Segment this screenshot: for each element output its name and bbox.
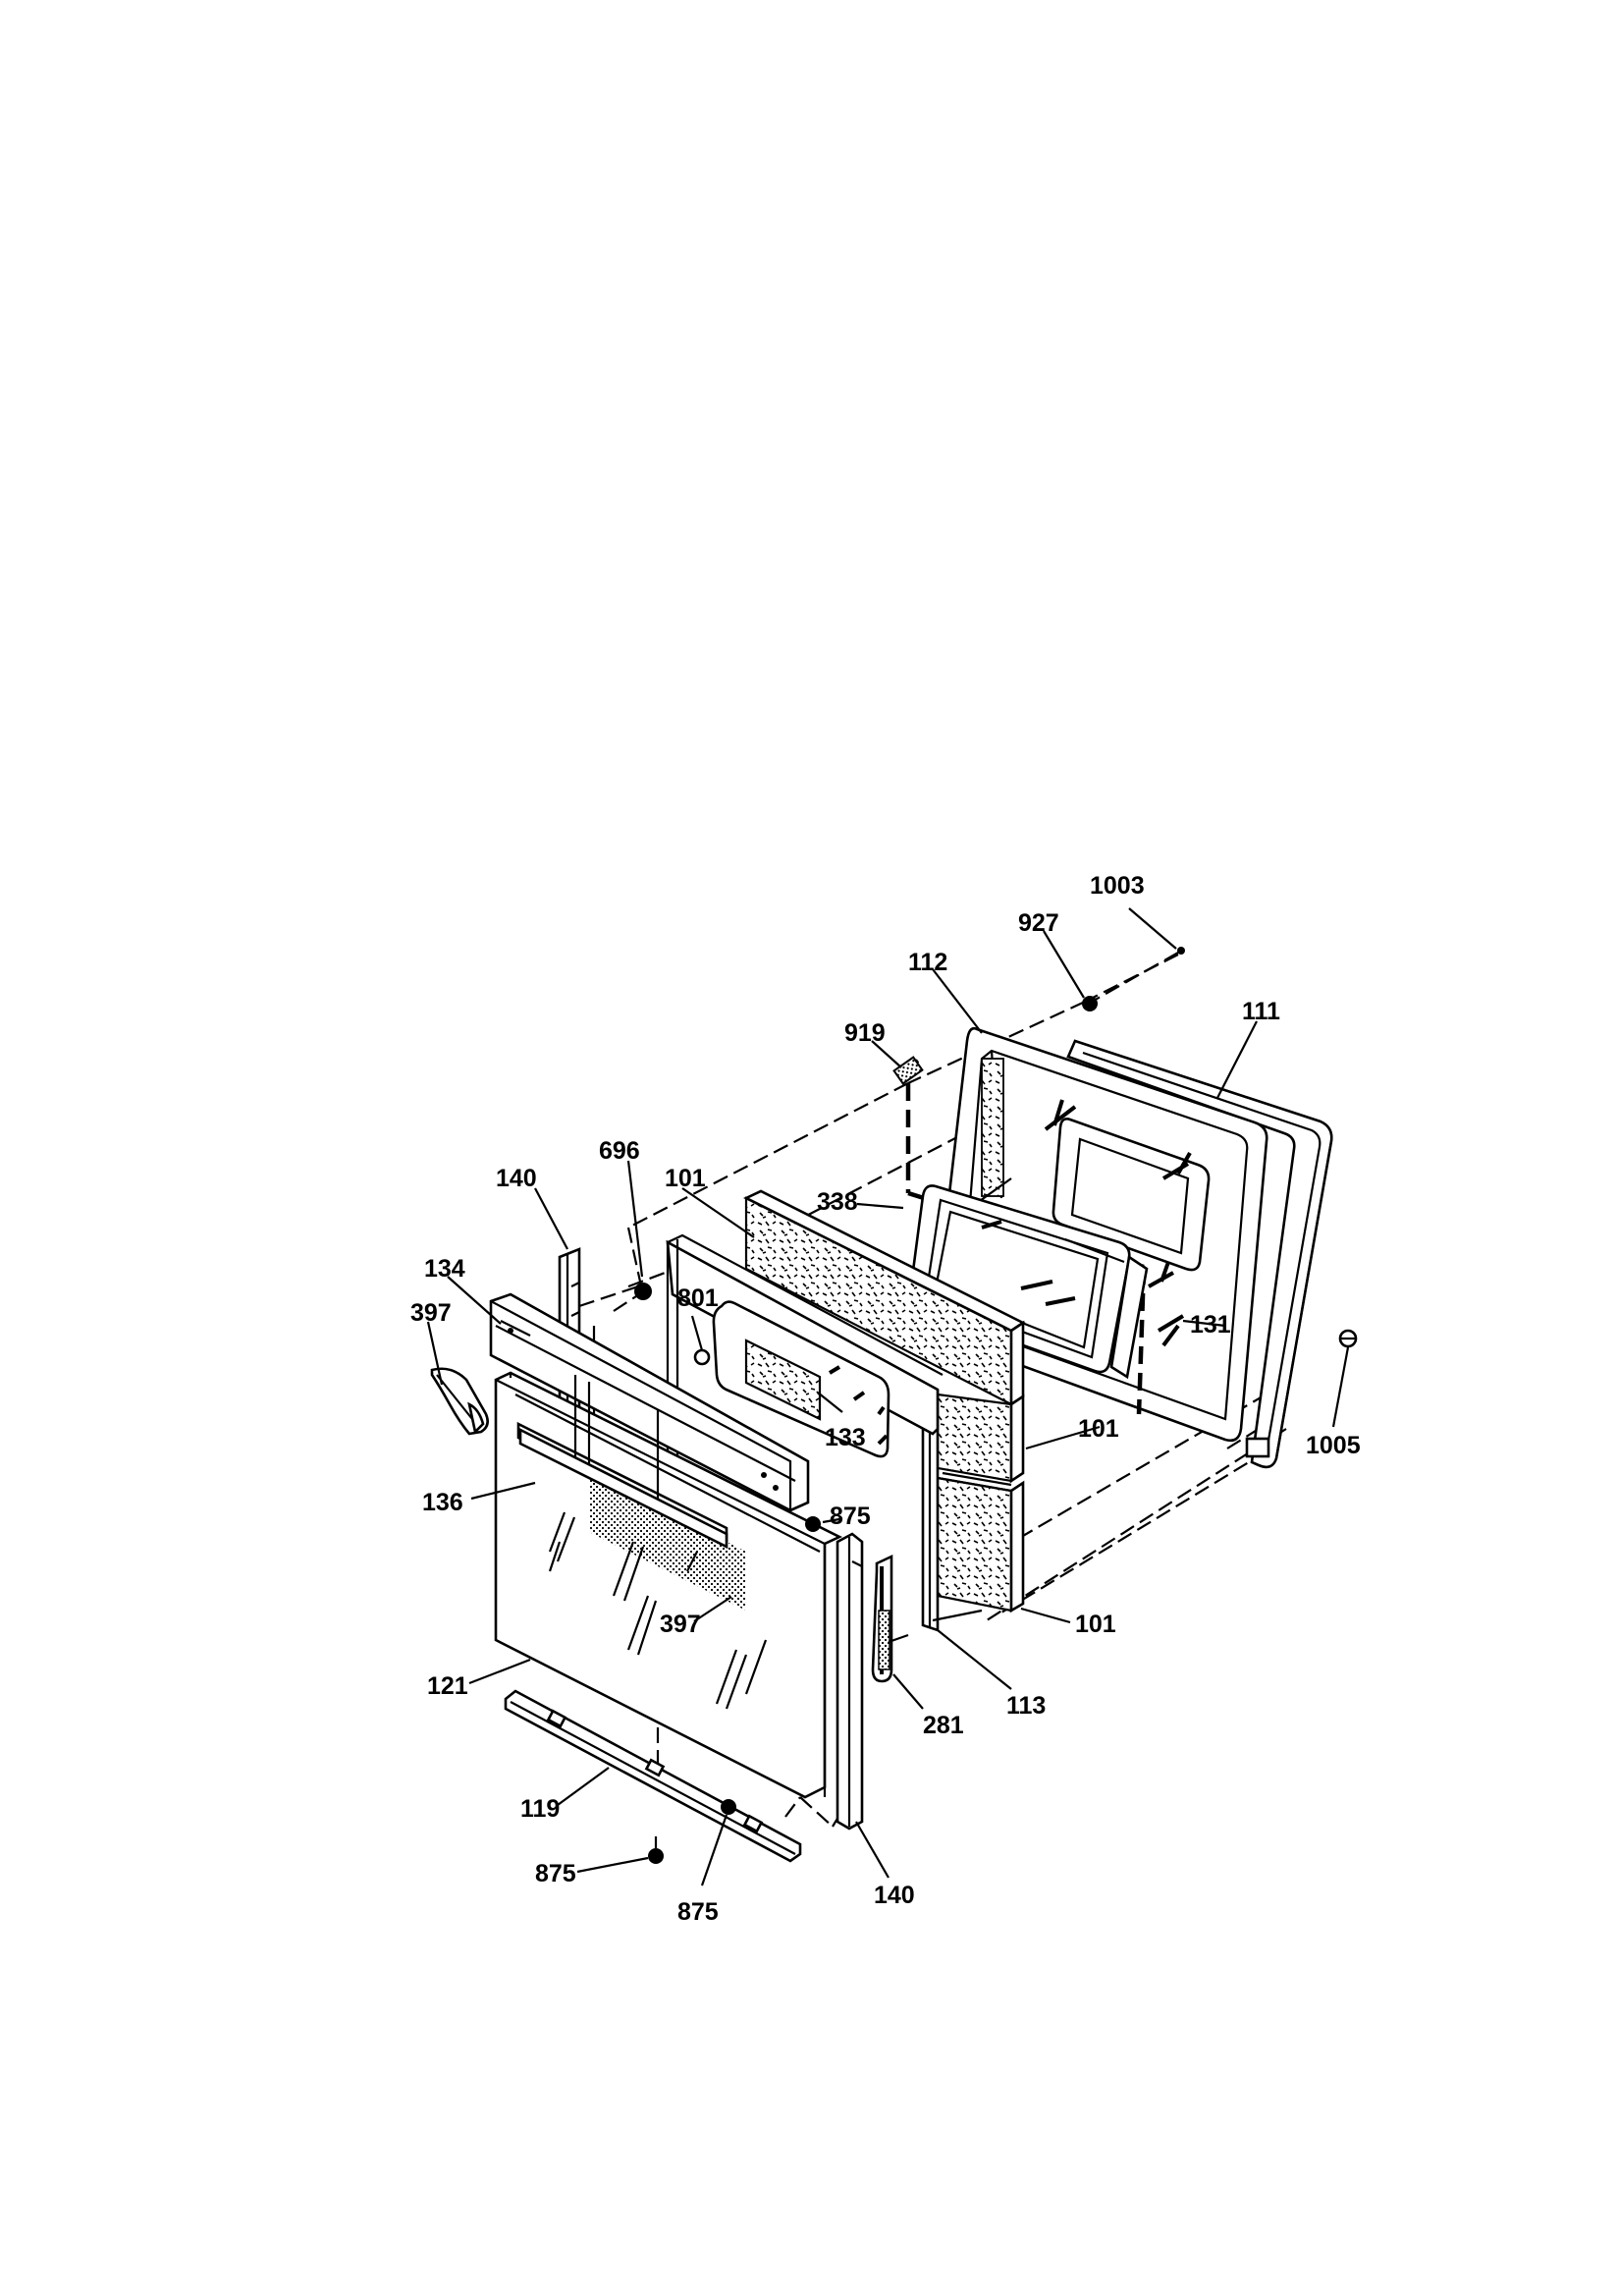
window-glass-338 — [905, 1083, 1149, 1415]
label-140-top: 140 — [496, 1165, 537, 1192]
label-281: 281 — [923, 1712, 964, 1739]
label-121: 121 — [427, 1672, 468, 1700]
label-875-bottom-left: 875 — [535, 1860, 576, 1887]
label-875-top: 875 — [830, 1503, 871, 1530]
label-119: 119 — [520, 1795, 560, 1823]
screw-1005 — [1338, 1329, 1358, 1348]
handle-cap-397-left — [430, 1367, 489, 1436]
insulation-101 — [743, 1189, 1026, 1613]
label-140-bottom: 140 — [874, 1882, 915, 1909]
label-136: 136 — [422, 1489, 463, 1516]
label-801: 801 — [677, 1285, 719, 1312]
spring-919 — [892, 1056, 924, 1085]
label-338: 338 — [817, 1188, 858, 1216]
screw-875-top — [805, 1516, 821, 1532]
top-trim-134 — [489, 1292, 810, 1512]
label-919: 919 — [844, 1019, 886, 1047]
side-channel-140-right — [836, 1532, 864, 1831]
label-875-bottom-right: 875 — [677, 1898, 719, 1926]
label-397-left: 397 — [410, 1299, 452, 1327]
label-696: 696 — [599, 1137, 640, 1165]
label-927: 927 — [1018, 909, 1059, 937]
screw-875-bottom-left — [648, 1836, 664, 1864]
outer-door-panel-111 — [1066, 1039, 1333, 1469]
screw-1003 — [1091, 947, 1185, 1003]
label-1003: 1003 — [1090, 872, 1145, 900]
hinge-281 — [871, 1554, 909, 1683]
bottom-trim-119 — [504, 1689, 802, 1863]
bracket-131 — [1157, 1314, 1185, 1347]
leader-lines — [426, 907, 1350, 1886]
screw-875-bottom-right — [721, 1799, 736, 1815]
label-101-top: 101 — [665, 1165, 706, 1192]
label-112: 112 — [908, 949, 947, 976]
inner-door-liner — [666, 1233, 944, 1473]
label-397-right: 397 — [660, 1611, 701, 1638]
part-labels: 1003 927 112 111 919 696 140 101 338 134… — [410, 872, 1361, 1926]
label-134: 134 — [424, 1255, 465, 1283]
label-1005: 1005 — [1306, 1432, 1361, 1459]
label-131: 131 — [1190, 1311, 1231, 1339]
washer-927 — [1082, 996, 1098, 1011]
label-111: 111 — [1242, 998, 1280, 1025]
handle-136 — [518, 1427, 728, 1550]
label-113: 113 — [1006, 1692, 1046, 1720]
label-101-bottom: 101 — [1075, 1611, 1116, 1638]
label-101-middle: 101 — [1078, 1415, 1119, 1443]
label-133: 133 — [825, 1424, 866, 1451]
screw-696 — [613, 1283, 652, 1312]
